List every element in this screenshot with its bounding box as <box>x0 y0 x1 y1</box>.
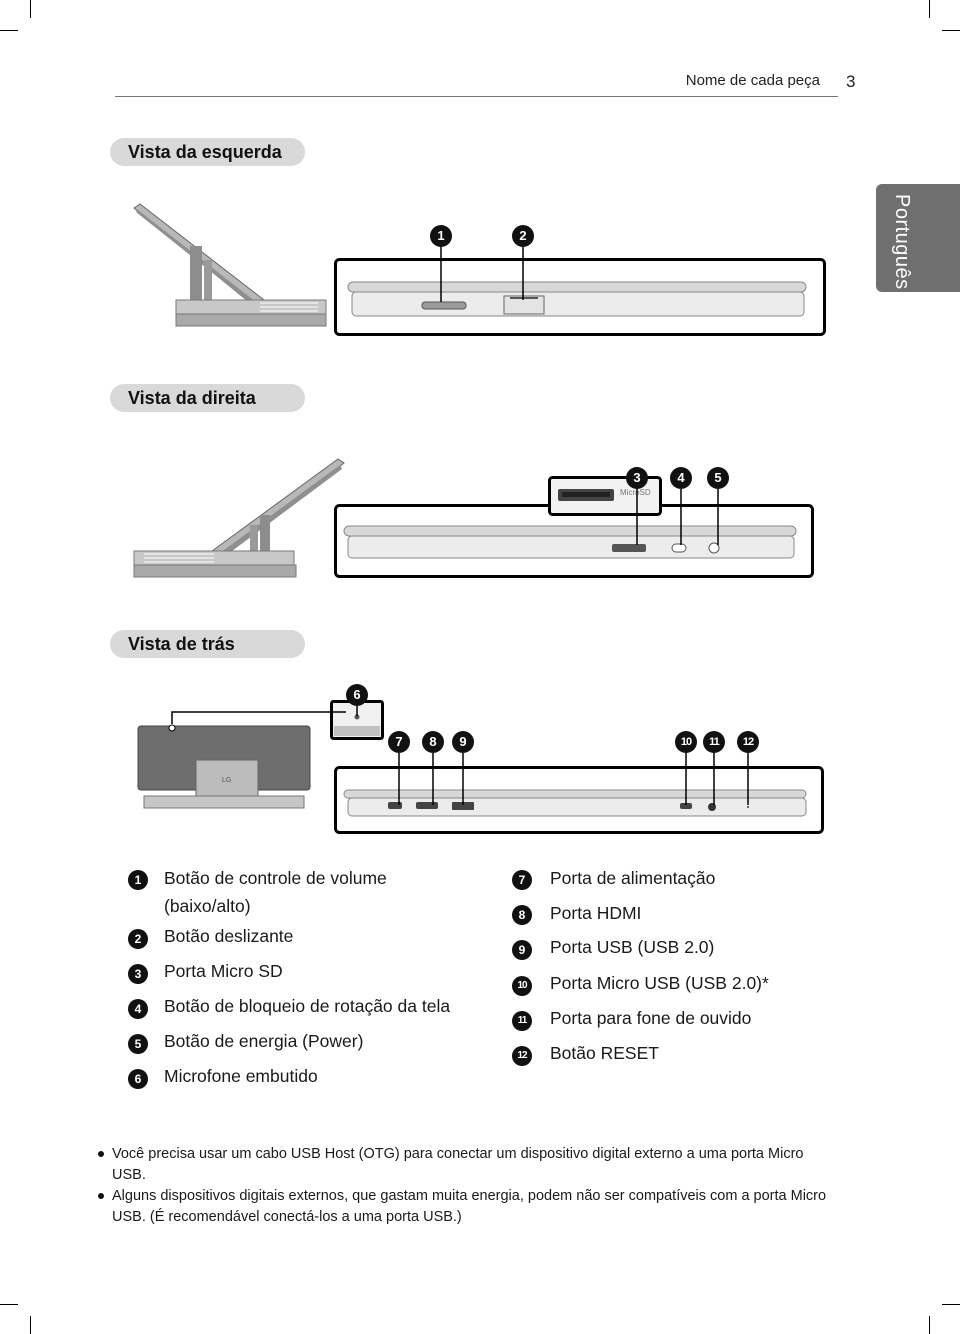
callout-8: 8 <box>422 731 444 753</box>
crop-mark <box>929 0 930 18</box>
callout-lines-back <box>171 706 749 805</box>
legend-item-label: Botão de controle de volume <box>164 868 387 888</box>
legend-badge: 9 <box>512 940 532 960</box>
legend-badge: 12 <box>512 1046 532 1066</box>
crop-mark <box>30 0 31 18</box>
page-number: 3 <box>846 72 856 91</box>
legend-item-label: Porta de alimentação <box>550 868 716 888</box>
callout-10: 10 <box>675 731 697 753</box>
legend-item-label: Microfone embutido <box>164 1066 318 1086</box>
legend-badge: 1 <box>128 870 148 890</box>
legend-badge: 11 <box>512 1011 532 1031</box>
legend-item-label: Botão de energia (Power) <box>164 1031 364 1051</box>
crop-mark <box>0 30 18 31</box>
callout-6: 6 <box>346 684 368 706</box>
legend-item-label: Porta Micro USB (USB 2.0)* <box>550 973 769 993</box>
legend-badge: 6 <box>128 1069 148 1089</box>
legend-item-label: Porta Micro SD <box>164 961 283 981</box>
legend-item-label: Porta USB (USB 2.0) <box>550 937 715 957</box>
legend-badge: 10 <box>512 976 532 996</box>
crop-mark <box>0 1304 18 1305</box>
legend-badge: 4 <box>128 999 148 1019</box>
laptop-right-side-illustration <box>133 458 345 578</box>
crop-mark <box>30 1316 31 1334</box>
header-divider <box>115 96 838 97</box>
callout-4: 4 <box>670 467 692 489</box>
laptop-left-side-illustration <box>133 203 327 327</box>
callout-1: 1 <box>430 225 452 247</box>
section-title-right-view: Vista da direita <box>110 384 305 412</box>
note-text: Você precisa usar um cabo USB Host (OTG)… <box>112 1146 804 1183</box>
callout-lines-left <box>440 246 524 302</box>
legend-item-label: Porta para fone de ouvido <box>550 1008 752 1028</box>
left-side-closeup <box>334 258 826 336</box>
section-title-left-view: Vista da esquerda <box>110 138 305 166</box>
crop-mark <box>942 30 960 31</box>
laptop-back-illustration: LG <box>137 724 311 809</box>
legend-badge: 2 <box>128 929 148 949</box>
legend-badge: 7 <box>512 870 532 890</box>
callout-7: 7 <box>388 731 410 753</box>
legend-badge: 8 <box>512 905 532 925</box>
section-title-back-view: Vista de trás <box>110 630 305 658</box>
legend-item-label: Botão deslizante <box>164 926 294 946</box>
svg-text:LG: LG <box>222 777 231 784</box>
right-side-closeup <box>334 504 814 578</box>
legend-badge: 5 <box>128 1034 148 1054</box>
callout-3: 3 <box>626 467 648 489</box>
language-tab-label: Português <box>891 194 913 290</box>
legend-badge: 3 <box>128 964 148 984</box>
bullet-icon <box>98 1193 104 1199</box>
legend-item-label: Porta HDMI <box>550 903 642 923</box>
header-title: Nome de cada peça <box>685 72 820 89</box>
crop-mark <box>942 1304 960 1305</box>
back-closeup <box>334 766 824 834</box>
callout-11: 11 <box>703 731 725 753</box>
language-tab: Português <box>876 184 960 292</box>
callout-9: 9 <box>452 731 474 753</box>
callout-12: 12 <box>737 731 759 753</box>
note-text: Alguns dispositivos digitais externos, q… <box>112 1188 827 1225</box>
callout-lines-right <box>636 489 719 545</box>
callout-2: 2 <box>512 225 534 247</box>
legend-item-label: Botão RESET <box>550 1043 659 1063</box>
microsd-port-label: MicroSD <box>620 488 651 497</box>
crop-mark <box>929 1316 930 1334</box>
microphone-inset <box>330 700 384 740</box>
callout-5: 5 <box>707 467 729 489</box>
bullet-icon <box>98 1151 104 1157</box>
legend-item-label-continued: (baixo/alto) <box>164 896 251 916</box>
legend-item-label: Botão de bloqueio de rotação da tela <box>164 996 451 1016</box>
